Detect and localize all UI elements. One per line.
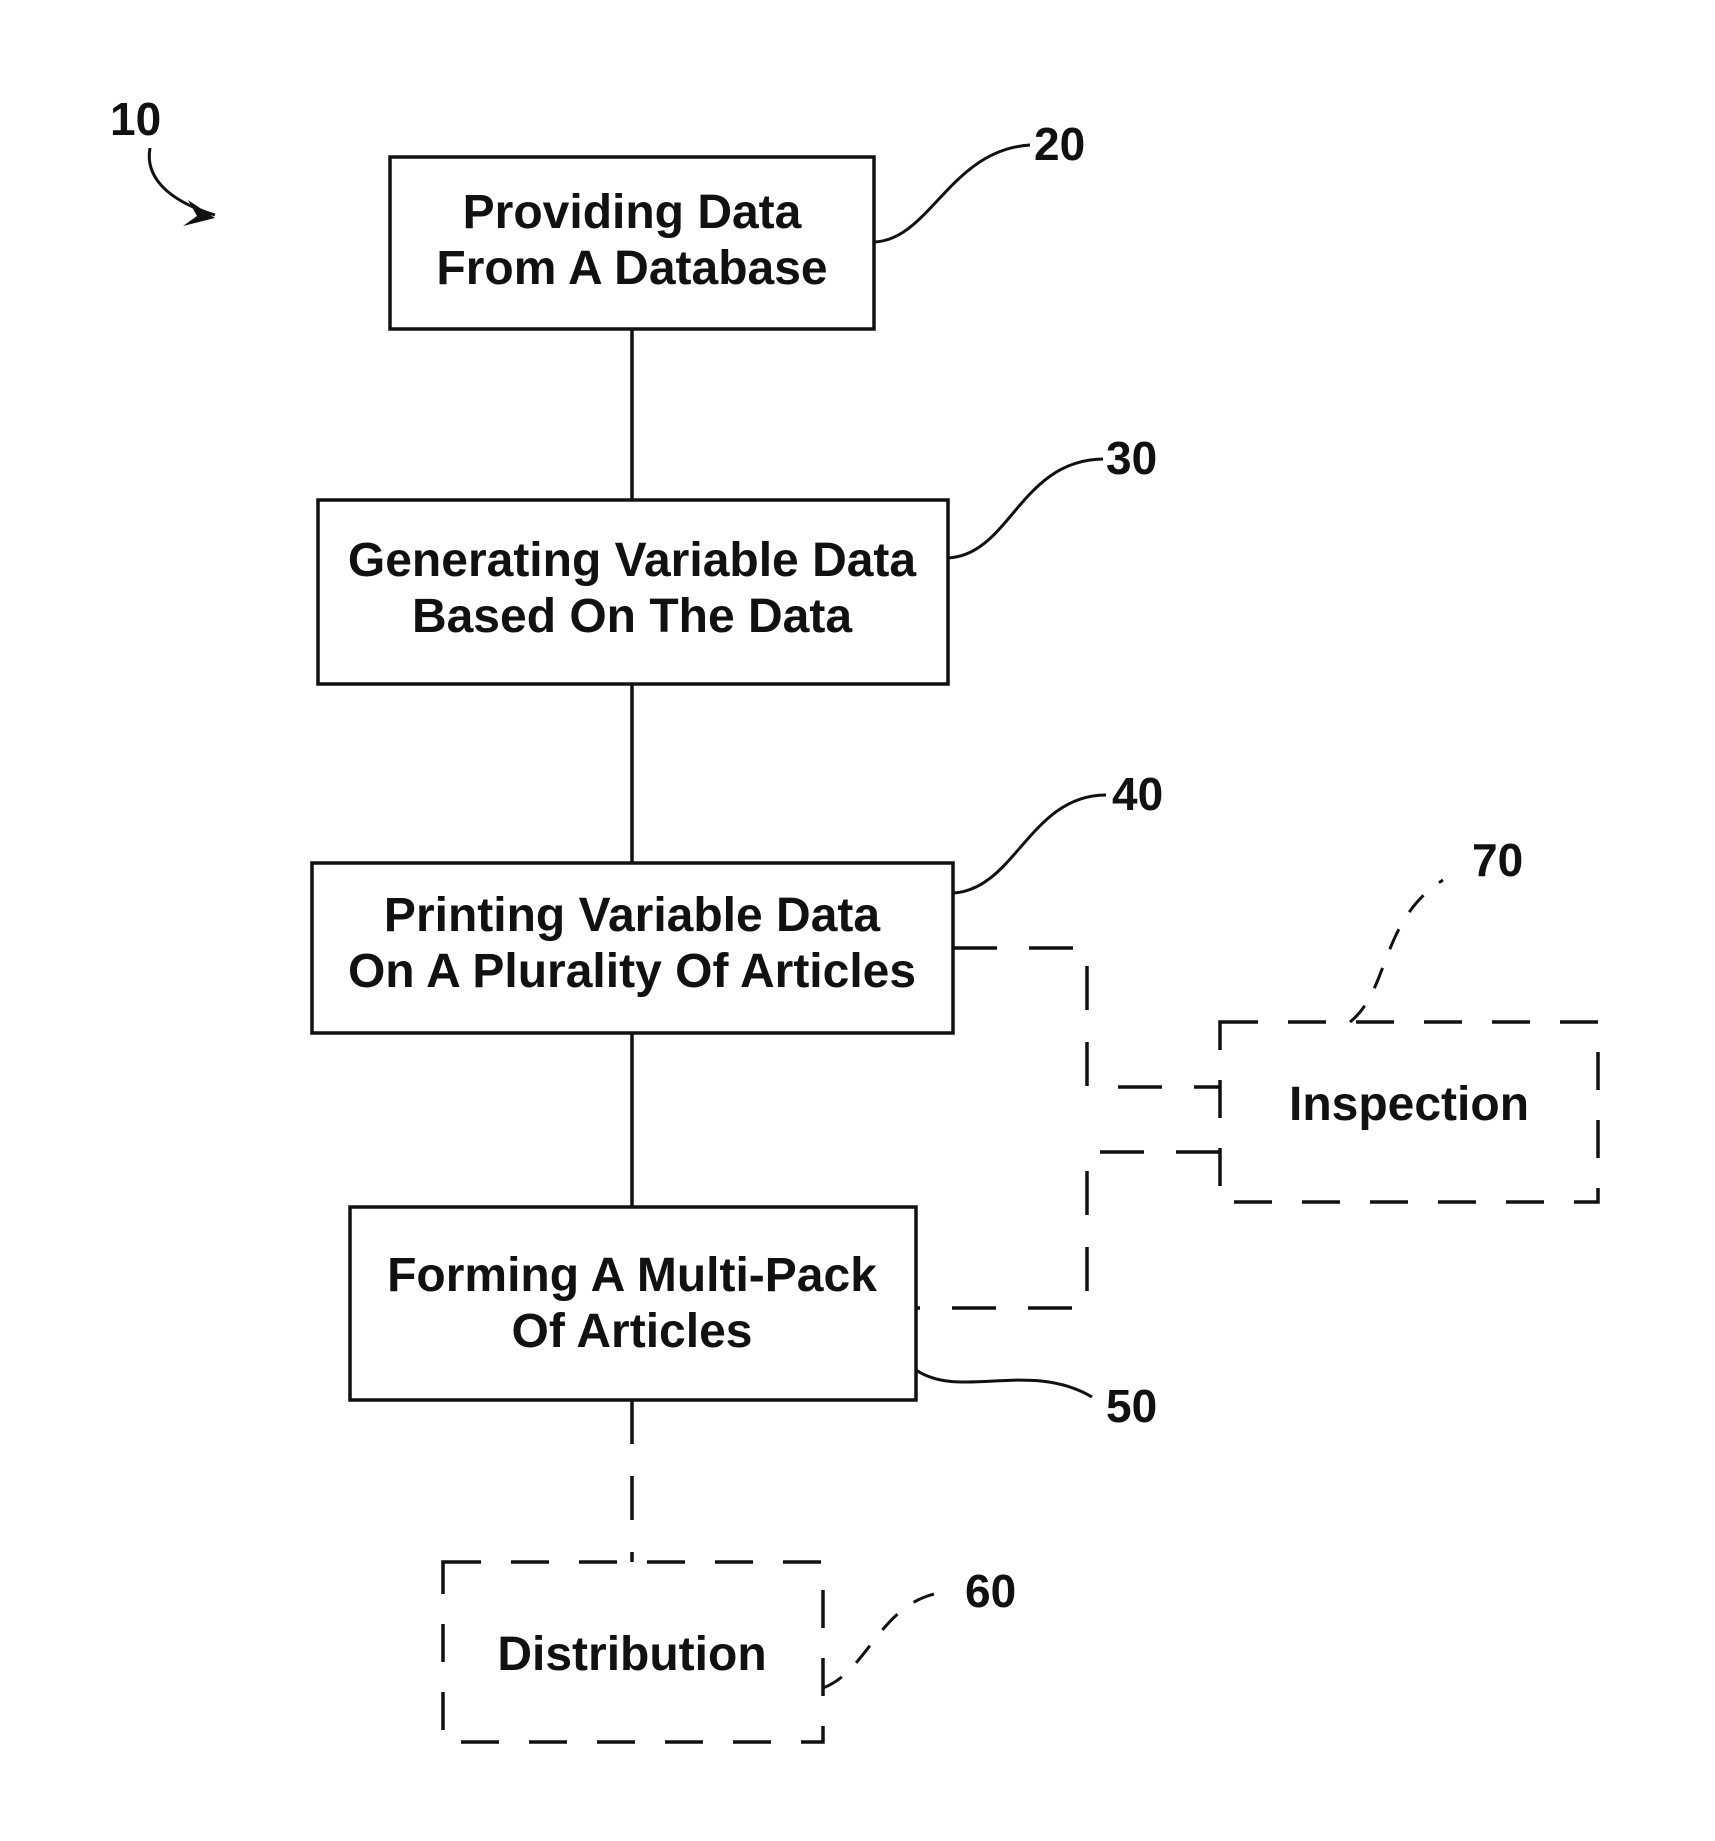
- leader-30: [948, 459, 1103, 558]
- optional-box-distribution: Distribution: [443, 1562, 823, 1742]
- step-50-line-1: Forming A Multi-Pack: [387, 1249, 877, 1302]
- optional-box-inspection: Inspection: [1220, 1022, 1598, 1202]
- leader-20: [874, 145, 1030, 242]
- connector-40-70: [953, 948, 1220, 1087]
- step-50-line-2: Of Articles: [512, 1305, 753, 1358]
- step-40-ref: 40: [1112, 768, 1163, 820]
- step-60-label: Distribution: [497, 1628, 766, 1681]
- step-20-line-2: From A Database: [436, 242, 827, 295]
- step-40-line-1: Printing Variable Data: [384, 889, 880, 942]
- step-50-frame: [350, 1207, 916, 1400]
- step-30-line-2: Based On The Data: [412, 590, 852, 643]
- step-70-label: Inspection: [1289, 1078, 1529, 1131]
- step-50-ref: 50: [1106, 1380, 1157, 1432]
- step-box-generating-variable-data: Generating Variable Data Based On The Da…: [318, 500, 948, 684]
- step-40-line-2: On A Plurality Of Articles: [348, 945, 916, 998]
- step-box-forming-multi-pack: Forming A Multi-Pack Of Articles: [350, 1207, 916, 1400]
- step-70-ref: 70: [1472, 834, 1523, 886]
- step-20-ref: 20: [1034, 118, 1085, 170]
- leader-40: [953, 795, 1106, 893]
- step-box-printing-variable-data: Printing Variable Data On A Plurality Of…: [312, 863, 953, 1033]
- step-20-line-1: Providing Data: [463, 186, 802, 239]
- figure-arrow: [149, 148, 215, 215]
- step-30-line-1: Generating Variable Data: [348, 534, 917, 587]
- leader-50: [916, 1370, 1092, 1397]
- step-box-providing-data: Providing Data From A Database: [390, 157, 874, 329]
- connector-70-50: [916, 1152, 1220, 1308]
- figure-ref-10: 10: [110, 93, 161, 145]
- step-30-ref: 30: [1106, 432, 1157, 484]
- leader-70: [1350, 880, 1443, 1022]
- leader-60: [823, 1592, 945, 1688]
- step-60-ref: 60: [965, 1565, 1016, 1617]
